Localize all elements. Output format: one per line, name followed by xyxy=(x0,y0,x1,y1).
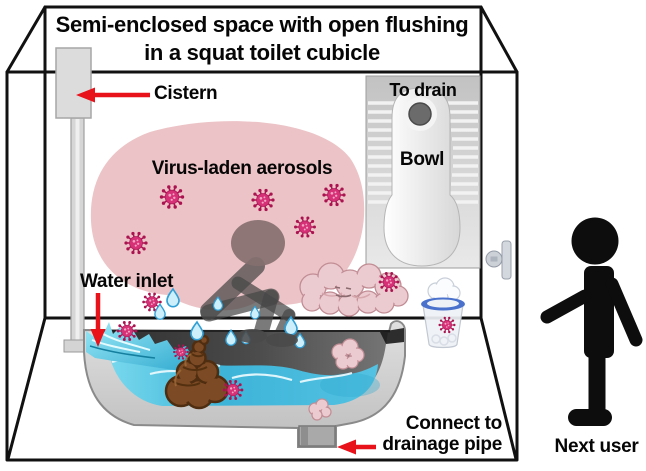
pan-ribs xyxy=(368,101,478,204)
drainage-label: Connect to drainage pipe xyxy=(358,413,502,455)
cistern-label: Cistern xyxy=(154,83,218,104)
bowl-label: Bowl xyxy=(399,149,445,170)
feces-icon xyxy=(164,334,230,410)
squat-pan-photo xyxy=(365,75,481,269)
diagram-title: Semi-enclosed space with open flushing i… xyxy=(7,11,517,67)
drainage-arrow xyxy=(337,439,376,455)
next-user-label: Next user xyxy=(554,436,639,457)
person-head xyxy=(231,220,285,266)
pan-drain-hole xyxy=(408,102,432,126)
drainage-label-line-1: Connect to xyxy=(405,413,503,434)
door-latch-icon xyxy=(485,240,512,280)
aerosol-cloud xyxy=(90,121,365,311)
fecal-cloud-icon xyxy=(299,262,409,317)
squatting-person-feet xyxy=(237,329,298,347)
title-line-1: Semi-enclosed space with open flushing xyxy=(55,12,469,37)
cistern-tank xyxy=(55,47,92,119)
walking-person-icon xyxy=(540,217,643,426)
pan-body xyxy=(383,87,461,267)
waste-bin-icon xyxy=(421,277,465,349)
water-inlet-label: Water inlet xyxy=(80,271,174,292)
cistern-arrow xyxy=(76,87,150,103)
water-droplet-icon xyxy=(154,303,166,320)
water-droplet-icon xyxy=(190,321,204,341)
title-line-2: in a squat toilet cubicle xyxy=(144,40,380,65)
cistern xyxy=(55,47,92,343)
cubicle-wireframe xyxy=(5,5,519,462)
drainage-label-line-2: drainage pipe xyxy=(382,434,502,455)
fecal-clump-icons xyxy=(308,338,365,421)
water-inlet-arrow xyxy=(90,293,106,347)
aerosols-label: Virus-laden aerosols xyxy=(151,158,333,179)
to-drain-label: To drain xyxy=(389,80,457,100)
